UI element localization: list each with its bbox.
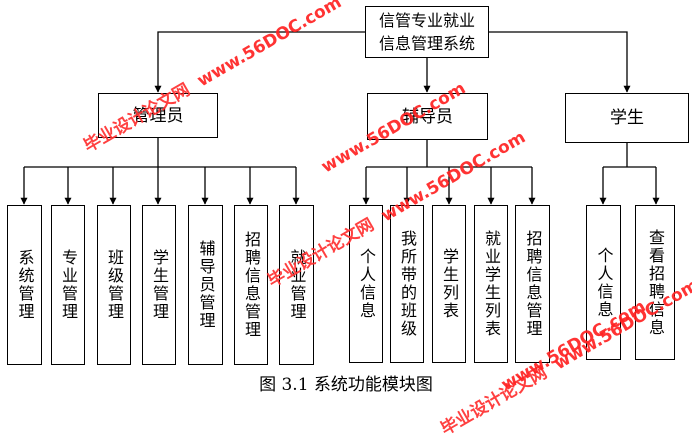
module-my-classes: 我所带的班级 bbox=[390, 205, 424, 363]
role-student-label: 学生 bbox=[610, 108, 644, 128]
module-student-personal-info: 个人信息 bbox=[586, 205, 621, 360]
module-recruit-mgmt: 招聘信息管理 bbox=[515, 205, 550, 363]
module-class-mgmt: 班级管理 bbox=[97, 205, 131, 365]
module-employment-mgmt: 就业管理 bbox=[279, 205, 314, 365]
role-counselor-label: 辅导员 bbox=[402, 106, 453, 127]
figure-caption: 图 3.1 系统功能模块图 bbox=[259, 375, 433, 395]
module-view-recruit-info: 查看招聘信息 bbox=[635, 205, 675, 360]
module-recruit-info-mgmt: 招聘信息管理 bbox=[234, 205, 268, 365]
module-system-mgmt: 系统管理 bbox=[7, 205, 42, 365]
connector-lines bbox=[20, 31, 660, 205]
module-employed-student-list: 就业学生列表 bbox=[474, 205, 508, 363]
module-student-list: 学生列表 bbox=[432, 205, 466, 363]
root-line-2: 信息管理系统 bbox=[378, 34, 475, 53]
root-node: 信管专业就业 信息管理系统 bbox=[365, 6, 489, 58]
module-student-mgmt: 学生管理 bbox=[142, 205, 176, 365]
connector-root-admin bbox=[154, 31, 365, 93]
role-admin: 管理员 bbox=[98, 93, 218, 138]
role-student: 学生 bbox=[565, 93, 689, 143]
role-admin-label: 管理员 bbox=[132, 105, 184, 126]
connector-root-student bbox=[488, 31, 631, 93]
module-counselor-mgmt: 辅导员管理 bbox=[188, 205, 223, 365]
module-major-mgmt: 专业管理 bbox=[51, 205, 85, 365]
root-line-1: 信管专业就业 bbox=[378, 11, 475, 30]
role-counselor: 辅导员 bbox=[367, 93, 488, 140]
module-personal-info: 个人信息 bbox=[349, 205, 383, 363]
